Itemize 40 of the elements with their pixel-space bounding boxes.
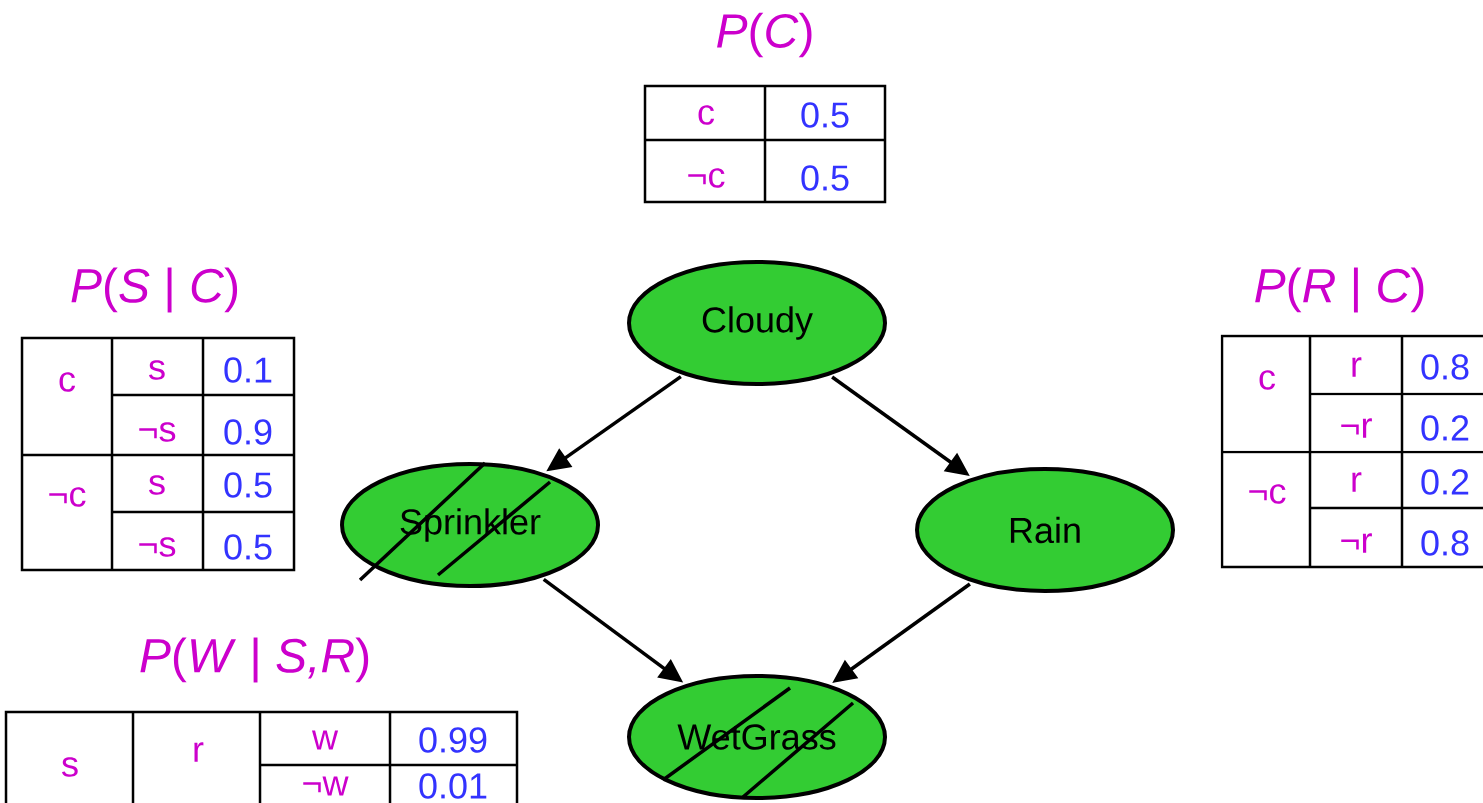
probability-value: 0.01 — [419, 773, 487, 799]
probability-value: 0.5 — [224, 472, 272, 498]
probability-value: 0.5 — [224, 534, 272, 560]
probability-value: 0.8 — [1421, 530, 1469, 556]
ellipse-node — [340, 462, 600, 588]
variable-value: c — [59, 372, 76, 392]
table-title: P(R | C) — [1255, 267, 1424, 313]
variable-value: ¬w — [303, 776, 349, 796]
variable-value: c — [1259, 370, 1276, 390]
ellipse-node — [627, 674, 887, 800]
variable-value: ¬s — [139, 422, 176, 442]
variable-value: ¬c — [49, 487, 86, 507]
node-label: Rain — [1010, 516, 1080, 544]
probability-value: 0.9 — [224, 419, 272, 445]
variable-value: s — [149, 360, 165, 380]
variable-value: ¬r — [1341, 418, 1372, 438]
node-label: Cloudy — [702, 306, 813, 340]
probability-value: 0.5 — [801, 165, 849, 191]
table-title: P(S | C) — [71, 267, 238, 313]
variable-value: s — [149, 475, 165, 495]
probability-value: 0.99 — [419, 727, 487, 753]
ellipse-node — [915, 467, 1175, 593]
variable-value: ¬c — [688, 168, 725, 188]
probability-value: 0.5 — [801, 102, 849, 128]
variable-value: ¬s — [139, 537, 176, 557]
variable-value: ¬c — [1249, 484, 1286, 504]
probability-value: 0.1 — [224, 357, 272, 383]
probability-value: 0.2 — [1421, 415, 1469, 441]
table-title: P(C) — [717, 12, 812, 58]
variable-value: s — [62, 757, 78, 777]
variable-value: r — [1352, 357, 1362, 377]
table-title: P(W | S,R) — [140, 637, 369, 683]
probability-value: 0.2 — [1421, 469, 1469, 495]
variable-value: c — [698, 105, 715, 125]
probability-value: 0.8 — [1421, 354, 1469, 380]
variable-value: r — [194, 742, 204, 762]
ellipse-node — [627, 260, 887, 386]
variable-value: ¬r — [1341, 533, 1372, 553]
variable-value: w — [311, 730, 339, 750]
variable-value: r — [1352, 472, 1362, 492]
